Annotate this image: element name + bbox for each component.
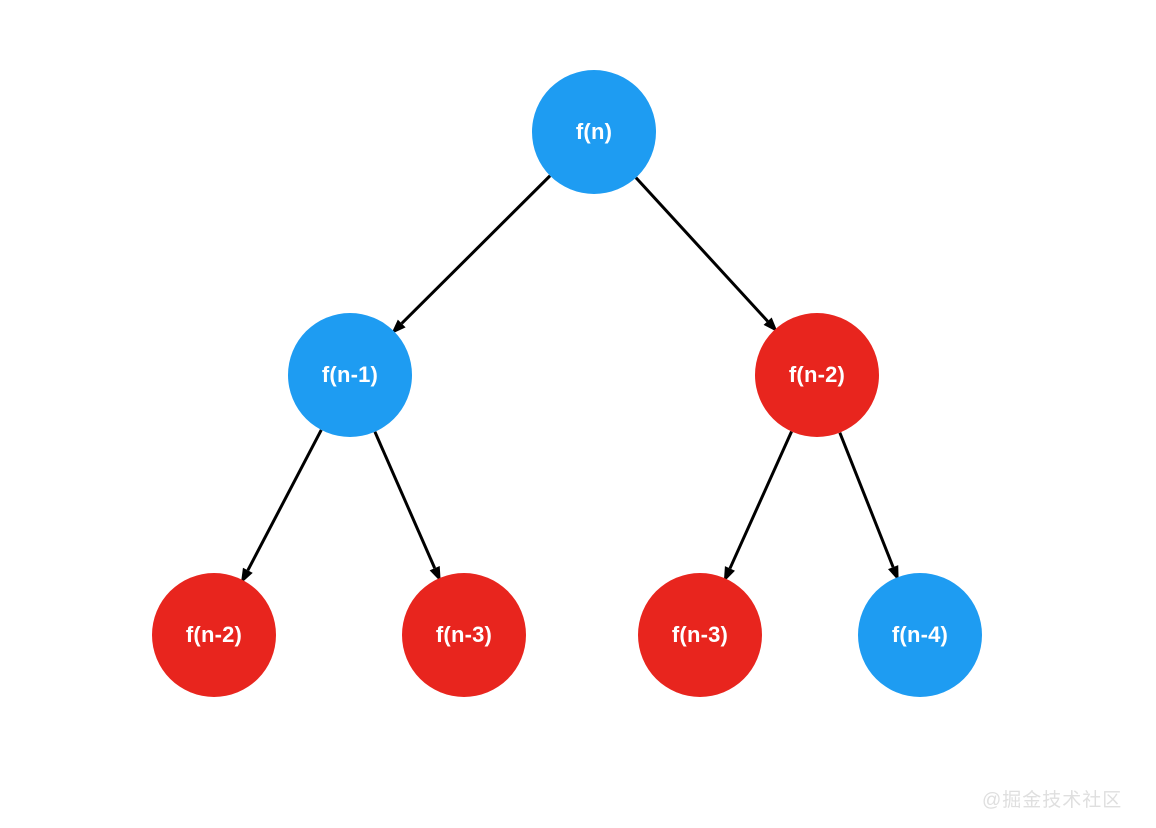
tree-node-r1[interactable]: f(n-2)	[755, 313, 879, 437]
edge-line	[728, 430, 793, 570]
tree-node-lr2[interactable]: f(n-3)	[402, 573, 526, 697]
tree-edge	[838, 432, 899, 582]
edge-line	[400, 174, 552, 325]
tree-node-ll2[interactable]: f(n-2)	[152, 573, 276, 697]
arrowhead-icon	[240, 567, 253, 584]
tree-node-rl2[interactable]: f(n-3)	[638, 573, 762, 697]
tree-node-label: f(n-3)	[671, 622, 729, 647]
tree-edge	[391, 174, 552, 335]
tree-edge	[240, 429, 323, 584]
tree-edge	[723, 430, 793, 583]
tree-node-rr2[interactable]: f(n-4)	[858, 573, 982, 697]
edge-line	[373, 431, 437, 569]
tree-node-label: f(n-1)	[321, 362, 379, 387]
tree-node-label: f(n-4)	[891, 622, 949, 647]
tree-node-label: f(n)	[575, 119, 613, 144]
tree-node-label: f(n-2)	[788, 362, 846, 387]
arrowhead-icon	[391, 319, 406, 335]
tree-node-label: f(n-2)	[185, 622, 243, 647]
tree-edge	[373, 431, 441, 582]
edge-line	[634, 176, 769, 323]
edge-line	[246, 429, 323, 572]
edge-line	[838, 432, 895, 568]
tree-node-root[interactable]: f(n)	[532, 70, 656, 194]
tree-edge	[634, 176, 778, 333]
tree-node-label: f(n-3)	[435, 622, 493, 647]
tree-node-l1[interactable]: f(n-1)	[288, 313, 412, 437]
watermark: @掘金技术社区	[982, 790, 1123, 811]
